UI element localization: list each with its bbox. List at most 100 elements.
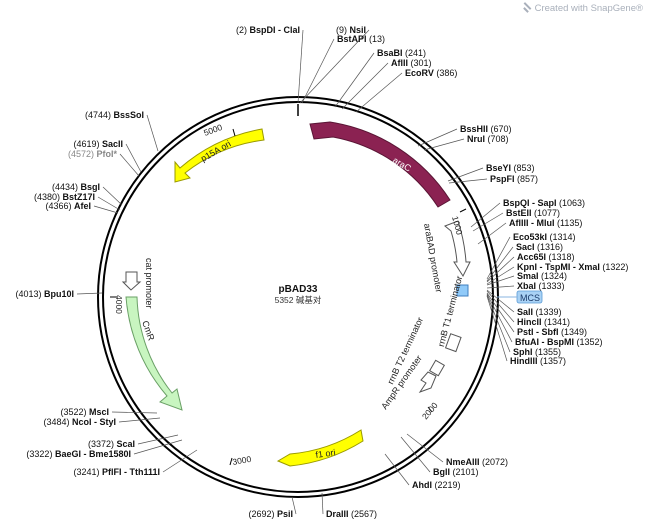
site-connector <box>486 246 514 282</box>
site-connector <box>448 178 488 184</box>
site-label[interactable]: PstI - SbfI (1349) <box>517 327 587 337</box>
feature-rrnb-t2 <box>428 359 446 377</box>
feature-cmr[interactable] <box>125 296 183 411</box>
site-label[interactable]: PspFI (857) <box>490 174 538 184</box>
site-label[interactable]: AhdI (2219) <box>412 480 461 490</box>
site-label[interactable]: BfuAI - BspMI (1352) <box>515 337 603 347</box>
site-connector <box>341 62 389 110</box>
site-connector <box>137 434 179 445</box>
site-connector <box>486 266 515 285</box>
feature-cat-promoter <box>121 271 142 291</box>
site-label[interactable]: BglI (2101) <box>433 467 479 477</box>
tick-1000: 1000 <box>450 215 465 236</box>
site-label[interactable]: AflII (301) <box>391 58 432 68</box>
site-label[interactable]: SacI (1316) <box>516 242 563 252</box>
site-label[interactable]: BstEII (1077) <box>506 208 560 218</box>
site-connector <box>400 436 431 473</box>
feature-p15a-label: p15A ori <box>199 139 233 164</box>
tick-3000: 3000 <box>232 454 253 467</box>
site-label[interactable]: BspQI - SapI (1063) <box>503 198 585 208</box>
feature-arac[interactable] <box>309 121 451 208</box>
site-connector <box>102 186 123 206</box>
site-label[interactable]: (2692) PsiI <box>248 509 293 519</box>
site-connector <box>76 292 103 295</box>
site-label[interactable]: (3372) ScaI <box>88 439 135 449</box>
site-label[interactable]: SalI (1339) <box>517 307 562 317</box>
site-label[interactable]: DraIII (2567) <box>326 509 377 519</box>
site-label[interactable]: (3484) NcoI - StyI <box>43 417 116 427</box>
site-label[interactable]: AflIII - MluI (1135) <box>509 218 582 228</box>
site-label[interactable]: KpnI - TspMI - XmaI (1322) <box>517 262 628 272</box>
plasmid-size: 5352 碱基对 <box>275 295 322 305</box>
site-connector <box>486 275 515 286</box>
site-connector <box>118 417 161 423</box>
site-connector <box>291 496 297 515</box>
site-connector <box>355 72 403 113</box>
tick-4000: 4000 <box>114 295 124 314</box>
site-label[interactable]: (4619) SacII <box>73 139 123 149</box>
site-label[interactable]: Eco53kI (1314) <box>513 232 576 242</box>
site-label[interactable]: (4013) Bpu10I <box>15 289 74 299</box>
site-connector <box>486 295 508 362</box>
site-label[interactable]: HindIII (1357) <box>510 356 566 366</box>
site-connector <box>486 236 511 280</box>
site-connector <box>486 285 515 289</box>
site-label[interactable]: HincII (1341) <box>517 317 570 327</box>
feature-p15a-ori[interactable] <box>174 128 265 183</box>
scale-ticks <box>110 128 467 466</box>
site-connector <box>146 114 159 152</box>
site-connector <box>406 433 444 463</box>
site-label[interactable]: SmaI (1324) <box>517 271 567 281</box>
site-connector <box>301 38 335 104</box>
site-connector <box>477 222 507 245</box>
feature-arabad-promoter-label: araBAD promoter <box>422 223 444 294</box>
site-connector <box>334 52 375 108</box>
site-connector <box>97 196 121 211</box>
site-label[interactable]: (4380) BstZ17I <box>34 192 95 202</box>
site-label[interactable]: NruI (708) <box>467 134 509 144</box>
site-connector <box>384 453 410 486</box>
feature-f1-label: f1 ori <box>315 447 336 460</box>
site-label[interactable]: Acc65I (1318) <box>517 252 575 262</box>
site-label[interactable]: SphI (1355) <box>513 347 561 357</box>
site-label[interactable]: (3522) MscI <box>60 407 109 417</box>
snapgene-watermark: Created with SnapGene® <box>523 3 643 14</box>
site-connector <box>133 439 183 455</box>
site-connector <box>119 153 140 177</box>
site-label[interactable]: (3322) BaeGI - Bme1580I <box>26 449 131 459</box>
site-label[interactable]: (4572) PfoI* <box>68 149 118 159</box>
feature-f1-ori[interactable] <box>276 429 364 467</box>
site-connector <box>125 143 142 173</box>
site-label[interactable]: (9) NsiI <box>336 25 366 35</box>
snapgene-logo-icon <box>523 3 532 12</box>
plasmid-name: pBAD33 <box>279 284 318 295</box>
site-label[interactable]: (4744) BssSoI <box>85 110 144 120</box>
feature-cat-promoter-label: cat promoter <box>144 258 154 309</box>
site-connector <box>447 167 484 182</box>
site-connector <box>470 202 501 228</box>
site-label[interactable]: (3241) PflFI - Tth111I <box>73 467 160 477</box>
site-connector <box>299 29 370 104</box>
site-connector <box>486 294 511 353</box>
site-label[interactable]: (2) BspDI - ClaI <box>236 25 300 35</box>
site-label[interactable]: EcoRV (386) <box>405 68 457 78</box>
site-connectors <box>76 29 515 515</box>
feature-mcs-box[interactable] <box>456 284 469 297</box>
site-label[interactable]: NmeAIII (2072) <box>446 457 508 467</box>
site-label[interactable]: (4434) BsgI <box>52 182 100 192</box>
feature-ampr-promoter <box>418 371 437 393</box>
site-label[interactable]: (4366) AfeI <box>45 201 91 211</box>
site-label[interactable]: XbaI (1333) <box>517 281 565 291</box>
site-label[interactable]: BssHII (670) <box>460 124 512 134</box>
site-label[interactable]: BstAPI (13) <box>337 34 385 44</box>
site-connector <box>423 138 465 151</box>
site-label[interactable]: BsaBI (241) <box>377 48 426 58</box>
site-connector <box>486 292 515 333</box>
site-connector <box>93 205 119 214</box>
site-connector <box>486 290 515 323</box>
site-connector <box>486 289 515 313</box>
site-connector <box>472 212 504 232</box>
site-label[interactable]: BseYI (853) <box>486 163 535 173</box>
